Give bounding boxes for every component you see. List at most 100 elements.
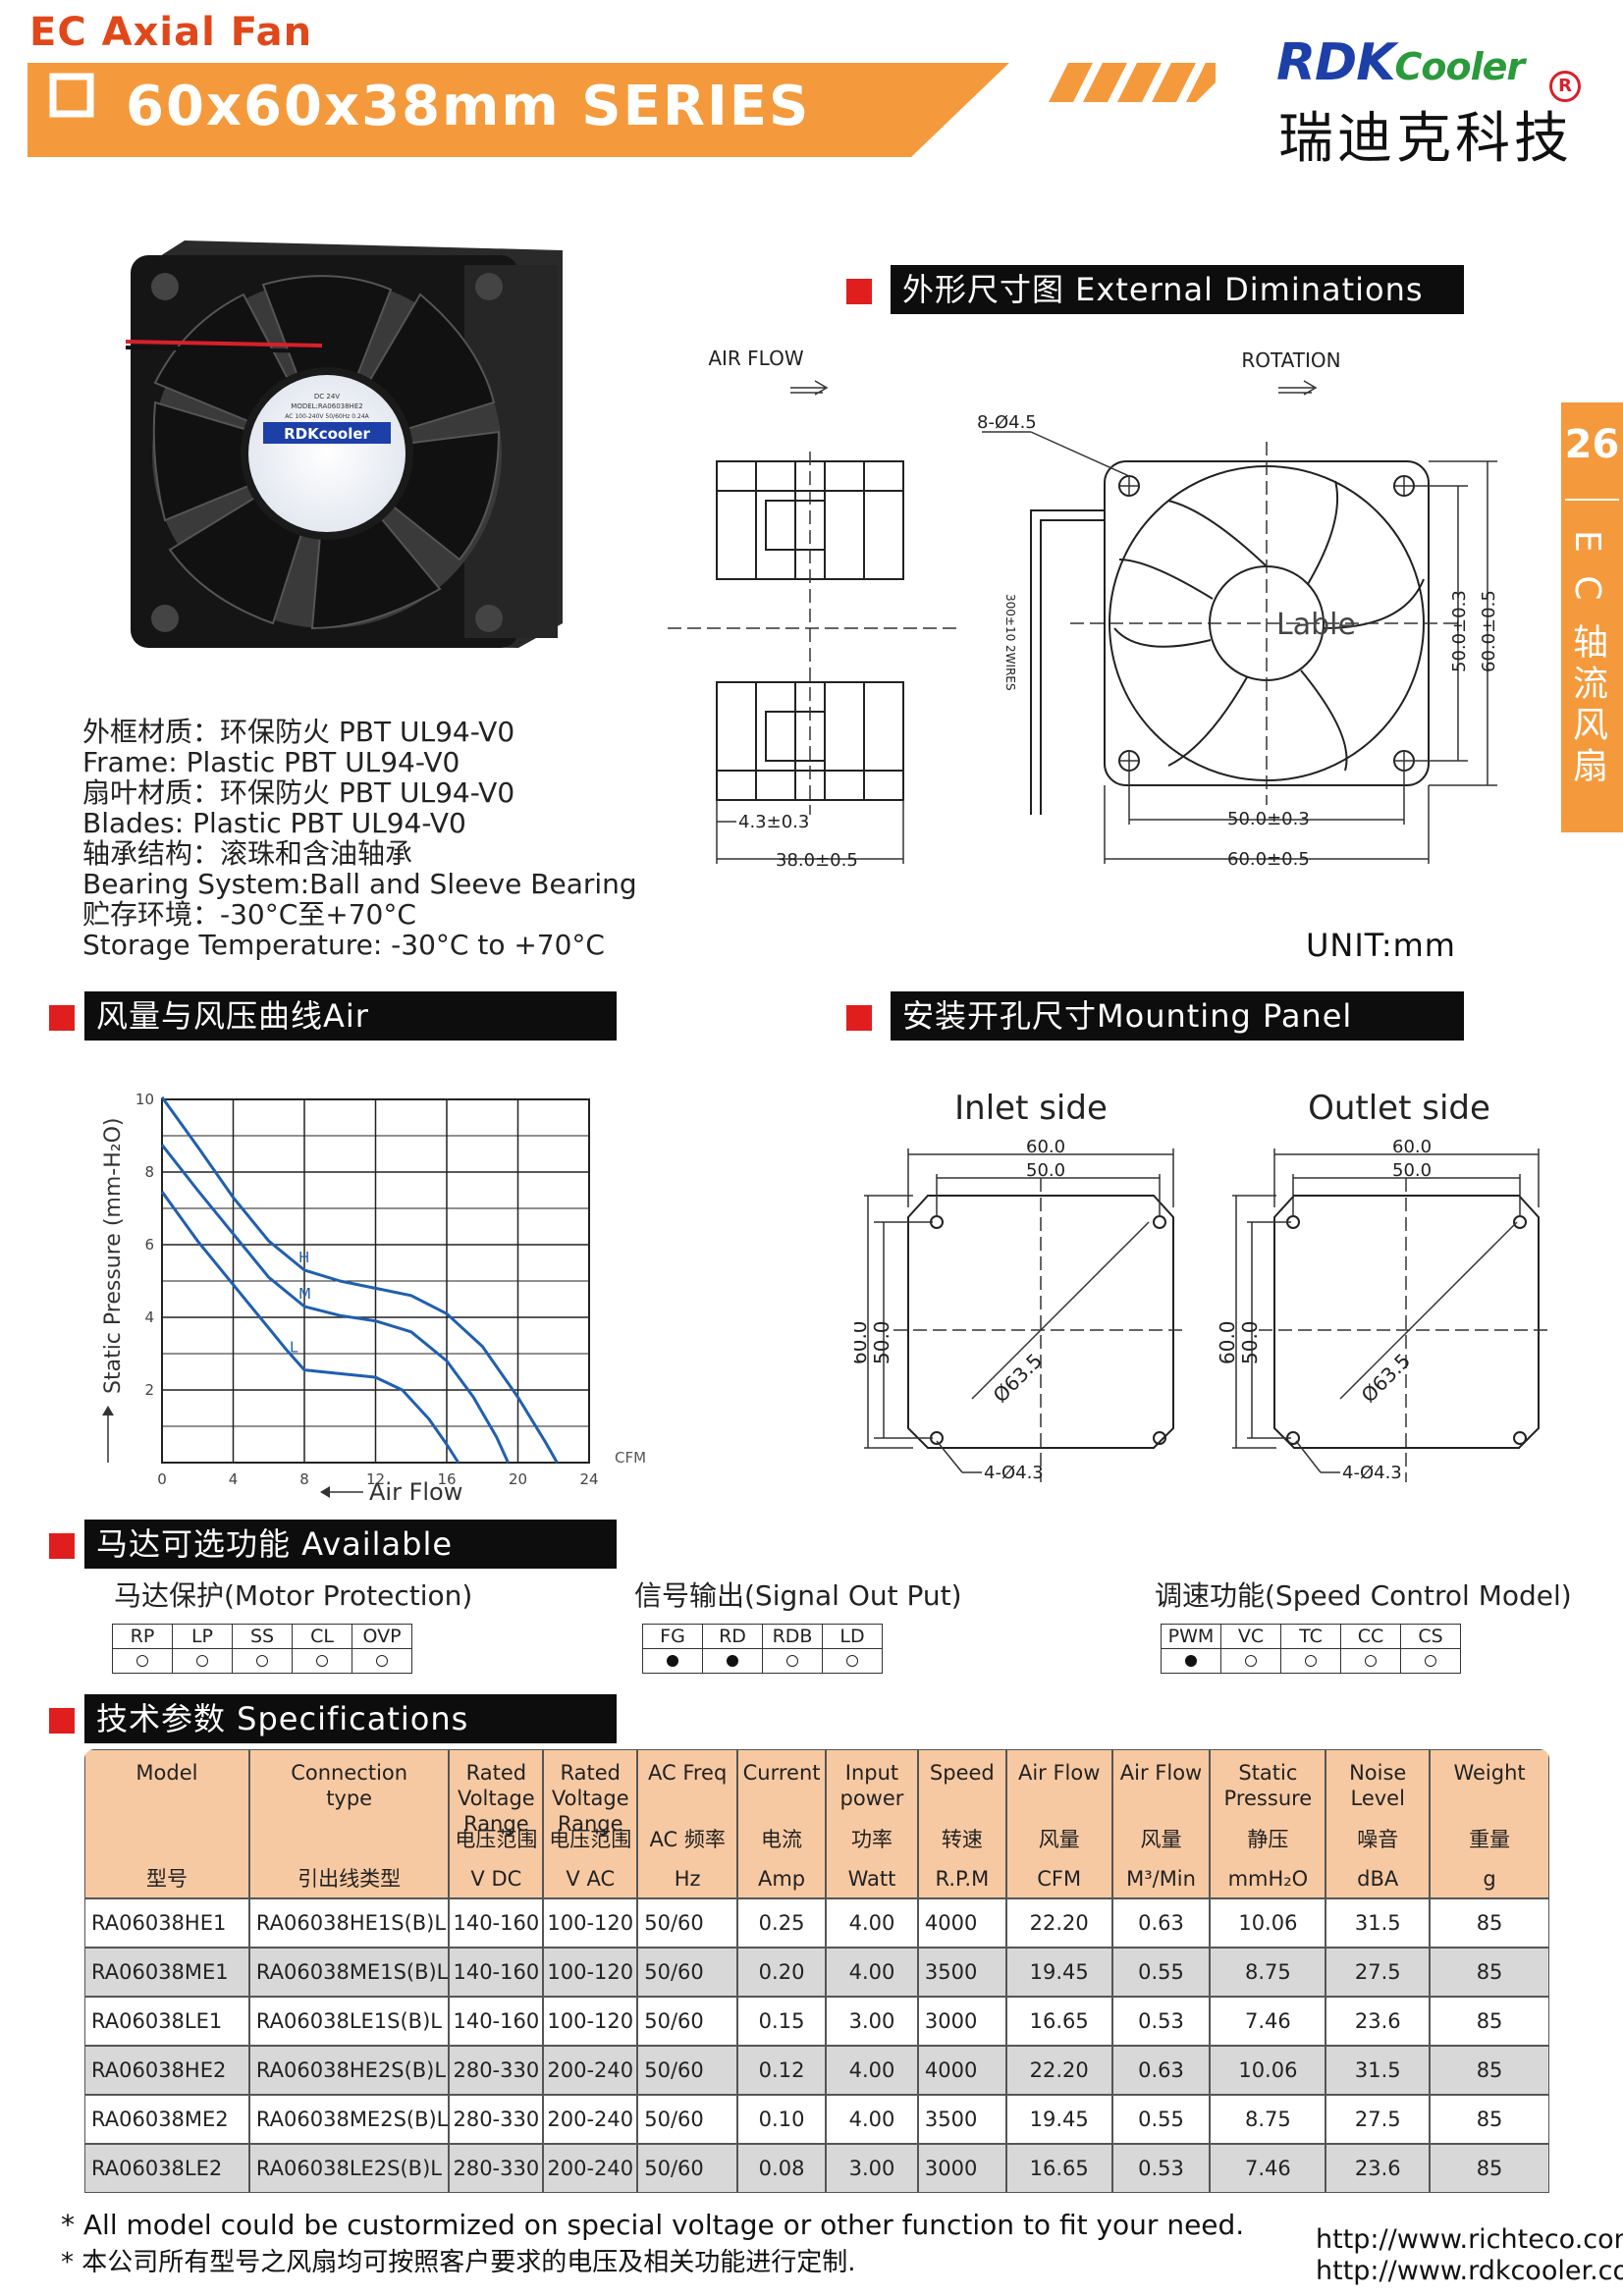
empty-circle-icon (376, 1655, 388, 1667)
spec-header-line: Rated Voltage Range (457, 1761, 535, 1836)
svg-text:AC 100-240V 50/60Hz 0.24A: AC 100-240V 50/60Hz 0.24A (285, 413, 369, 420)
table-cell: 19.45 (1005, 1948, 1112, 1997)
spec-header-line: Model (135, 1761, 198, 1785)
svg-text:50.0: 50.0 (1026, 1160, 1065, 1181)
table-cell: 10.06 (1210, 2046, 1326, 2095)
material-line: 贮存环境：-30°C至+70°C (82, 898, 416, 931)
svg-text:50.0: 50.0 (870, 1320, 893, 1364)
table-cell: 27.5 (1325, 2095, 1431, 2144)
table-cell: 280-330 (449, 2144, 544, 2193)
table-cell: 0.63 (1111, 1898, 1211, 1948)
spec-header-line: g (1483, 1867, 1496, 1891)
spec-header-line: 转速 (941, 1828, 983, 1851)
section-marker (846, 1005, 872, 1031)
website-link[interactable]: http://www.rdkcooler.com (1316, 2256, 1623, 2286)
table-cell: 0.10 (737, 2095, 827, 2144)
side-tab-divider (1565, 499, 1619, 501)
function-code: TC (1280, 1624, 1341, 1649)
spec-header-line: Connection type (291, 1761, 408, 1810)
unit-label: UNIT:mm (1306, 927, 1456, 964)
function-code: RP (112, 1624, 173, 1649)
empty-circle-icon (1245, 1655, 1257, 1667)
spec-header-line: dBA (1357, 1867, 1399, 1891)
spec-header-line: R.P.M (935, 1867, 990, 1891)
chart-series-line-M (160, 1144, 510, 1464)
spec-header-line: mmH₂O (1227, 1867, 1309, 1891)
table-cell: 0.55 (1111, 2095, 1211, 2144)
table-cell: 140-160 (449, 1997, 544, 2046)
svg-text:60.0: 60.0 (1392, 1137, 1432, 1157)
materials-list: 外框材质：环保防火 PBT UL94-V0 Frame: Plastic PBT… (82, 717, 637, 960)
spec-header-line: Amp (757, 1867, 806, 1891)
table-cell: 0.15 (737, 1997, 827, 2046)
spec-header-line: 引出线类型 (298, 1867, 402, 1891)
svg-text:RDKcooler: RDKcooler (284, 425, 370, 443)
table-cell: 27.5 (1325, 1948, 1431, 1997)
function-code: VC (1220, 1624, 1281, 1649)
function-code: CS (1400, 1624, 1461, 1649)
side-tab (1561, 402, 1623, 832)
function-code: OVP (352, 1624, 412, 1649)
table-cell: 0.53 (1111, 1997, 1211, 2046)
chart-y-tick-label: 4 (144, 1308, 154, 1326)
table-cell: 100-120 (543, 1898, 638, 1948)
spec-header-line: 风量 (1140, 1828, 1182, 1851)
table-cell: 4000 (917, 1898, 1006, 1948)
svg-text:50.0: 50.0 (1392, 1160, 1432, 1181)
function-code: CC (1340, 1624, 1401, 1649)
spec-header-line: Air Flow (1017, 1761, 1101, 1785)
table-cell: 3.00 (826, 1997, 918, 2046)
website-link[interactable]: http://www.richteco.com (1316, 2224, 1623, 2255)
table-cell: 4.00 (826, 2095, 918, 2144)
table-cell: 10.06 (1210, 1898, 1326, 1948)
material-line: 扇叶材质：环保防火 PBT UL94-V0 (82, 776, 515, 809)
chart-series-line-L (160, 1191, 460, 1464)
section-marker (49, 1005, 75, 1031)
spec-header-line: AC 频率 (649, 1828, 726, 1851)
table-cell: 4.00 (826, 2046, 918, 2095)
spec-header-line (85, 1821, 248, 1860)
side-tab-label: E C 轴流风扇 (1567, 530, 1607, 788)
svg-text:AIR FLOW: AIR FLOW (708, 347, 804, 370)
empty-circle-icon (1305, 1655, 1317, 1667)
table-cell: 50/60 (637, 1948, 738, 1997)
function-group-label: 信号输出(Signal Out Put) (634, 1579, 962, 1612)
filled-dot-icon (727, 1655, 738, 1667)
table-cell: 140-160 (449, 1948, 544, 1997)
table-cell: 280-330 (449, 2095, 544, 2144)
chart-series-line-H (160, 1095, 559, 1464)
chart-y-tick-label: 6 (144, 1236, 154, 1254)
svg-text:8-Ø4.5: 8-Ø4.5 (977, 412, 1037, 433)
chart-x-tick-label: 12 (366, 1470, 385, 1488)
svg-text:60.0±0.5: 60.0±0.5 (1479, 590, 1499, 672)
spec-header-line: 重量 (1469, 1828, 1511, 1851)
chart-x-tick-label: 16 (437, 1470, 456, 1488)
svg-text:50.0: 50.0 (1238, 1320, 1262, 1364)
svg-text:50.0±0.3: 50.0±0.3 (1449, 590, 1470, 672)
empty-circle-icon (1425, 1655, 1436, 1667)
table-cell: 85 (1430, 2046, 1549, 2095)
brand-logo: RDKCooler (1276, 33, 1525, 92)
section-marker (846, 279, 872, 304)
table-cell: 23.6 (1325, 1997, 1431, 2046)
spec-header-line: V AC (566, 1867, 616, 1891)
material-line: 外框材质：环保防火 PBT UL94-V0 (82, 716, 515, 748)
spec-header-line: 电流 (761, 1828, 803, 1851)
function-code: RD (702, 1624, 763, 1649)
table-cell: 50/60 (637, 1997, 738, 2046)
filled-dot-icon (1185, 1655, 1197, 1667)
svg-text:60.0±0.5: 60.0±0.5 (1227, 849, 1310, 870)
function-code: SS (232, 1624, 293, 1649)
empty-circle-icon (136, 1655, 148, 1667)
registered-mark-icon: R (1549, 71, 1581, 102)
spec-header-line: AC Freq (648, 1761, 728, 1785)
table-cell: 19.45 (1005, 2095, 1112, 2144)
motor-protection-table: RP LP SS CL OVP (112, 1624, 412, 1674)
svg-text:38.0±0.5: 38.0±0.5 (776, 850, 858, 871)
